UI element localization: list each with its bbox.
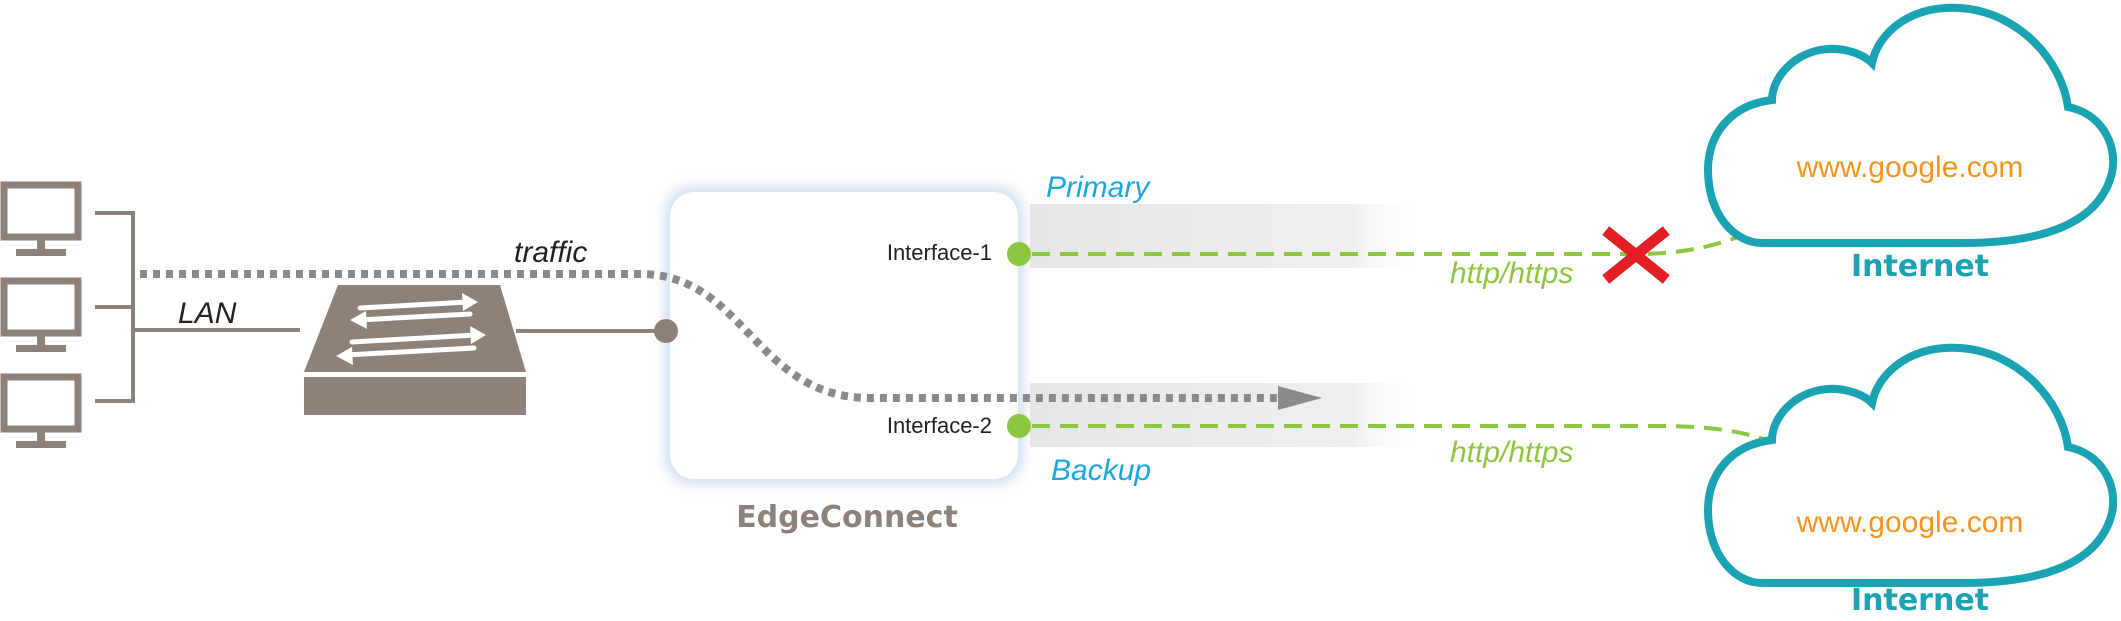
computer-icon (4, 281, 78, 352)
edgeconnect-label: EdgeConnect (736, 500, 958, 535)
cloud-bottom-url: www.google.com (1796, 506, 2024, 539)
interface-2-label: Interface-2 (887, 413, 992, 438)
primary-link-band (1030, 204, 1430, 268)
cloud-icon (1703, 343, 2118, 587)
interface-1-label: Interface-1 (887, 240, 992, 265)
lan-port (654, 319, 678, 343)
network-switch-icon (304, 285, 526, 415)
backup-link-band (1030, 383, 1430, 447)
lan-label: LAN (178, 297, 237, 330)
cloud-top-name: Internet (1851, 249, 1989, 284)
computer-icon (4, 377, 78, 448)
traffic-label: traffic (514, 236, 587, 269)
edgeconnect-box (670, 192, 1018, 479)
traffic-arrowhead (1278, 386, 1322, 410)
red-x-icon (1602, 226, 1670, 284)
http-label-backup: http/https (1450, 436, 1573, 469)
backup-label: Backup (1051, 454, 1151, 487)
lan-bracket (95, 211, 300, 403)
cloud-bottom-name: Internet (1851, 583, 1989, 618)
primary-label: Primary (1046, 171, 1151, 204)
interface-2-port (1007, 414, 1031, 438)
computer-icon (4, 185, 78, 256)
http-label-primary: http/https (1450, 257, 1573, 290)
interface-1-port (1007, 242, 1031, 266)
cloud-icon (1703, 3, 2118, 247)
cloud-top-url: www.google.com (1796, 151, 2024, 184)
